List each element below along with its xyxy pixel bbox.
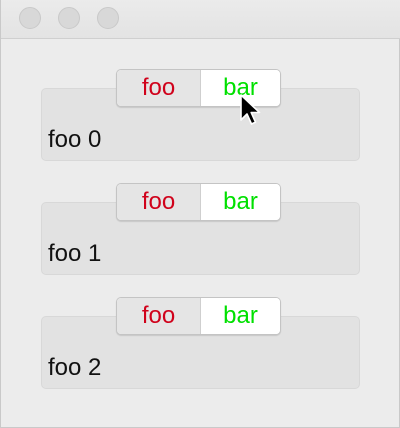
segment-bar-1[interactable]: bar — [201, 184, 280, 220]
group-label-2: foo 2 — [48, 354, 102, 381]
zoom-window-button[interactable] — [97, 7, 119, 29]
title-bar — [1, 0, 400, 39]
segmented-control-2: foo bar — [116, 297, 281, 335]
close-window-button[interactable] — [19, 7, 41, 29]
minimize-window-button[interactable] — [58, 7, 80, 29]
arrow-pointer-icon — [240, 94, 261, 125]
segment-foo-2[interactable]: foo — [117, 298, 201, 334]
segment-foo-0[interactable]: foo — [117, 70, 201, 106]
group-label-0: foo 0 — [48, 126, 102, 153]
segment-bar-2[interactable]: bar — [201, 298, 280, 334]
segment-foo-1[interactable]: foo — [117, 184, 201, 220]
segmented-control-1: foo bar — [116, 183, 281, 221]
group-label-1: foo 1 — [48, 240, 102, 267]
